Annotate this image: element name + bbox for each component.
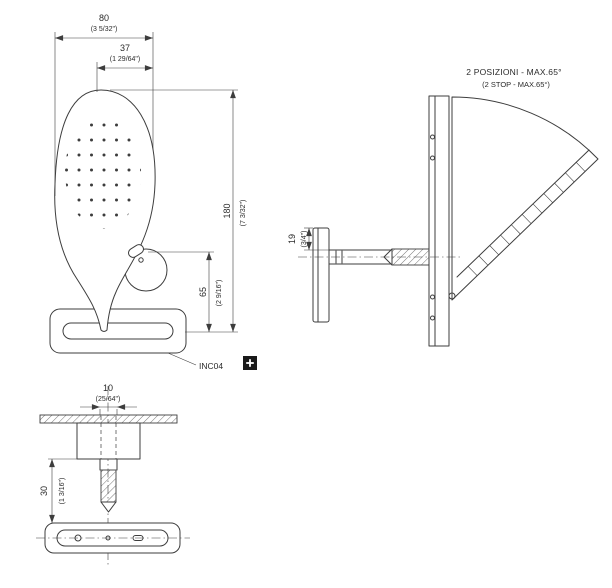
tilt-range-fan (451, 96, 599, 301)
dim-80-value: 80 (99, 13, 109, 23)
dim-180-value: 180 (222, 203, 232, 218)
dim-180-inches: (7 3/32") (240, 200, 247, 227)
positions-note-line1: 2 POSIZIONI - MAX.65° (466, 67, 561, 77)
bottom-view: 10 (25/64") 30 (1 3/16") (36, 383, 190, 566)
dim-10-value: 10 (103, 383, 113, 393)
dim-19-value: 19 (287, 234, 297, 244)
dim-10: 10 (25/64") (80, 383, 137, 415)
positions-note-line2: (2 STOP - MAX.65°) (482, 80, 550, 89)
tilted-head-hatch (467, 161, 586, 276)
floor-anchor (100, 469, 117, 513)
pivot-knob (128, 244, 144, 258)
anchor-tip (100, 501, 117, 513)
dim-30-value: 30 (39, 486, 49, 496)
wall-bracket (49, 308, 187, 354)
anchor-body (100, 469, 117, 503)
plate-hole (430, 294, 435, 300)
dim-37-inches: (1 29/64") (110, 56, 141, 63)
mount-body (76, 422, 141, 460)
dim-19: 19 (3/4") (287, 227, 329, 251)
spray-nozzle-grid (65, 115, 141, 229)
leader-line (167, 352, 197, 366)
plate-hole (430, 315, 435, 321)
head-back-plate (428, 95, 450, 347)
pivot-dot (138, 257, 144, 263)
side-view: 19 (3/4") 2 POSIZIONI - MAX.65° (2 STOP … (287, 67, 599, 347)
stem (99, 458, 118, 471)
dim-80-inches: (3 5/32") (91, 26, 118, 33)
dim-80: 80 (3 5/32") (54, 13, 154, 196)
tilt-pivot (448, 292, 456, 300)
bracket-slot (62, 322, 174, 340)
model-label: INC04 (199, 361, 223, 371)
dim-65: 65 (2 9/16") (148, 251, 223, 332)
plus-badge (243, 356, 257, 370)
tilted-head-inner-edge (456, 149, 590, 278)
plus-icon (246, 359, 254, 367)
dim-37: 37 (1 29/64") (96, 43, 153, 92)
head-flange-section (39, 414, 178, 424)
front-dimensions: 80 (3 5/32") 37 (1 29/64") 180 (7 3/32")… (54, 13, 257, 371)
front-view (49, 89, 187, 354)
model-callout: INC04 (167, 352, 257, 371)
plate-hole (430, 134, 435, 140)
dim-37-value: 37 (120, 43, 130, 53)
dim-10-inches: (25/64") (96, 396, 121, 403)
dim-180: 180 (7 3/32") (110, 89, 247, 333)
dim-65-value: 65 (198, 287, 208, 297)
dim-19-inches: (3/4") (301, 231, 308, 248)
wall-escutcheon (312, 227, 330, 323)
dim-30-inches: (1 3/16") (59, 478, 66, 505)
plate-hole (430, 155, 435, 161)
dim-30: 30 (1 3/16") (39, 458, 77, 523)
dim-65-inches: (2 9/16") (216, 280, 223, 307)
